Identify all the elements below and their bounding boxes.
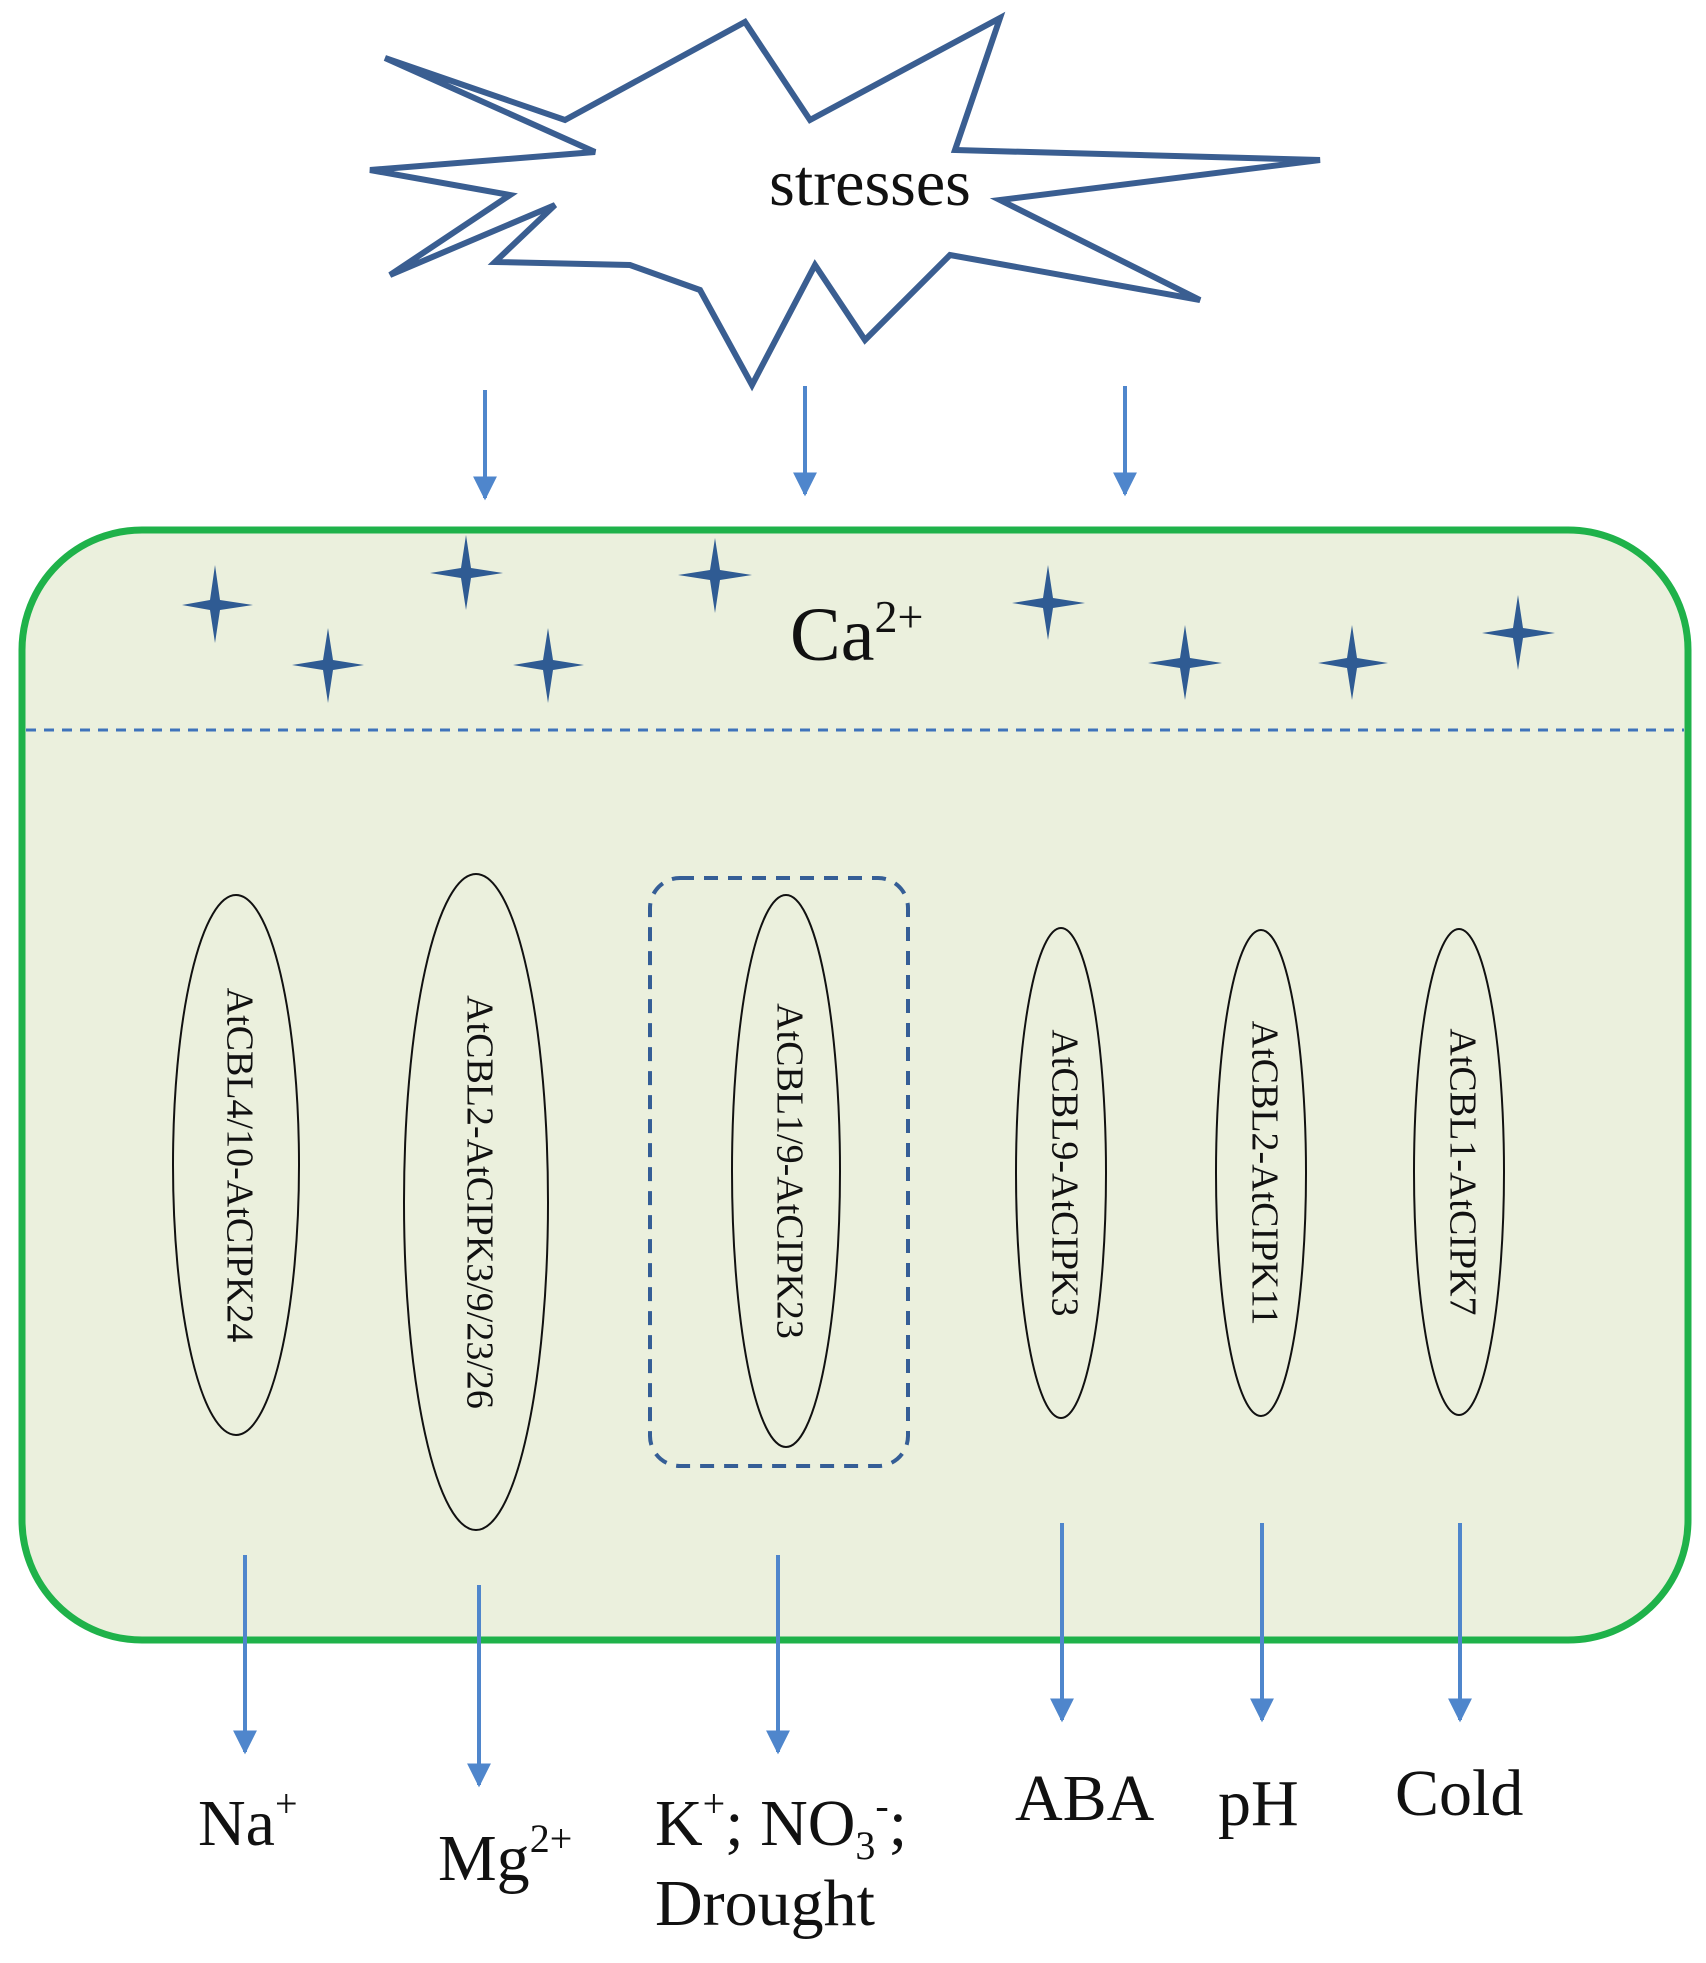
complex-6: AtCBL1-AtCIPK7	[1413, 928, 1505, 1416]
complex-ellipse	[172, 894, 300, 1436]
output-label-cold: Cold	[1395, 1757, 1523, 1830]
complex-2: AtCBL2-AtCIPK3/9/23/26	[403, 873, 549, 1531]
output-label-aba: ABA	[1015, 1762, 1155, 1835]
complex-ellipse	[1015, 927, 1107, 1419]
calcium-ions	[182, 535, 1555, 703]
output-label-na: Na+	[198, 1781, 298, 1860]
output-label-k-line1: K+; NO3-;	[655, 1781, 907, 1868]
complex-label: AtCBL2-AtCIPK11	[1243, 1021, 1285, 1326]
calcium-star	[1318, 625, 1388, 700]
output-label-k-line2: Drought	[655, 1867, 875, 1940]
highlight-box	[648, 876, 910, 1468]
calcium-star	[1482, 595, 1555, 670]
stress-burst-shape	[369, 11, 1321, 392]
calcium-star	[292, 628, 364, 703]
complex-ellipse	[1215, 929, 1307, 1417]
complex-4: AtCBL9-AtCIPK3	[1015, 927, 1107, 1419]
complex-label: AtCBL1-AtCIPK7	[1441, 1028, 1483, 1315]
complex-1: AtCBL4/10-AtCIPK24	[172, 894, 300, 1436]
stress-burst: stresses	[369, 11, 1321, 392]
complex-ellipse	[731, 894, 841, 1448]
complex-label: AtCBL1/9-AtCIPK23	[768, 1003, 810, 1339]
calcium-label: Ca2+	[790, 591, 923, 677]
complex-ellipse	[1413, 928, 1505, 1416]
calcium-star	[182, 565, 253, 643]
stress-label: stresses	[769, 147, 971, 220]
cell-body	[18, 526, 1692, 1644]
complex-label: AtCBL9-AtCIPK3	[1043, 1029, 1085, 1316]
complex-ellipse	[403, 873, 549, 1531]
complex-label: AtCBL2-AtCIPK3/9/23/26	[458, 995, 500, 1409]
calcium-star	[1148, 625, 1222, 700]
complex-5: AtCBL2-AtCIPK11	[1215, 929, 1307, 1417]
output-label-ph: pH	[1218, 1767, 1299, 1840]
complex-3: AtCBL1/9-AtCIPK23	[731, 894, 841, 1448]
output-label-mg: Mg2+	[438, 1816, 572, 1895]
calcium-star	[678, 538, 752, 613]
calcium-star	[430, 535, 503, 610]
calcium-star	[513, 628, 584, 703]
complex-label: AtCBL4/10-AtCIPK24	[218, 988, 260, 1343]
calcium-star	[1012, 565, 1085, 640]
